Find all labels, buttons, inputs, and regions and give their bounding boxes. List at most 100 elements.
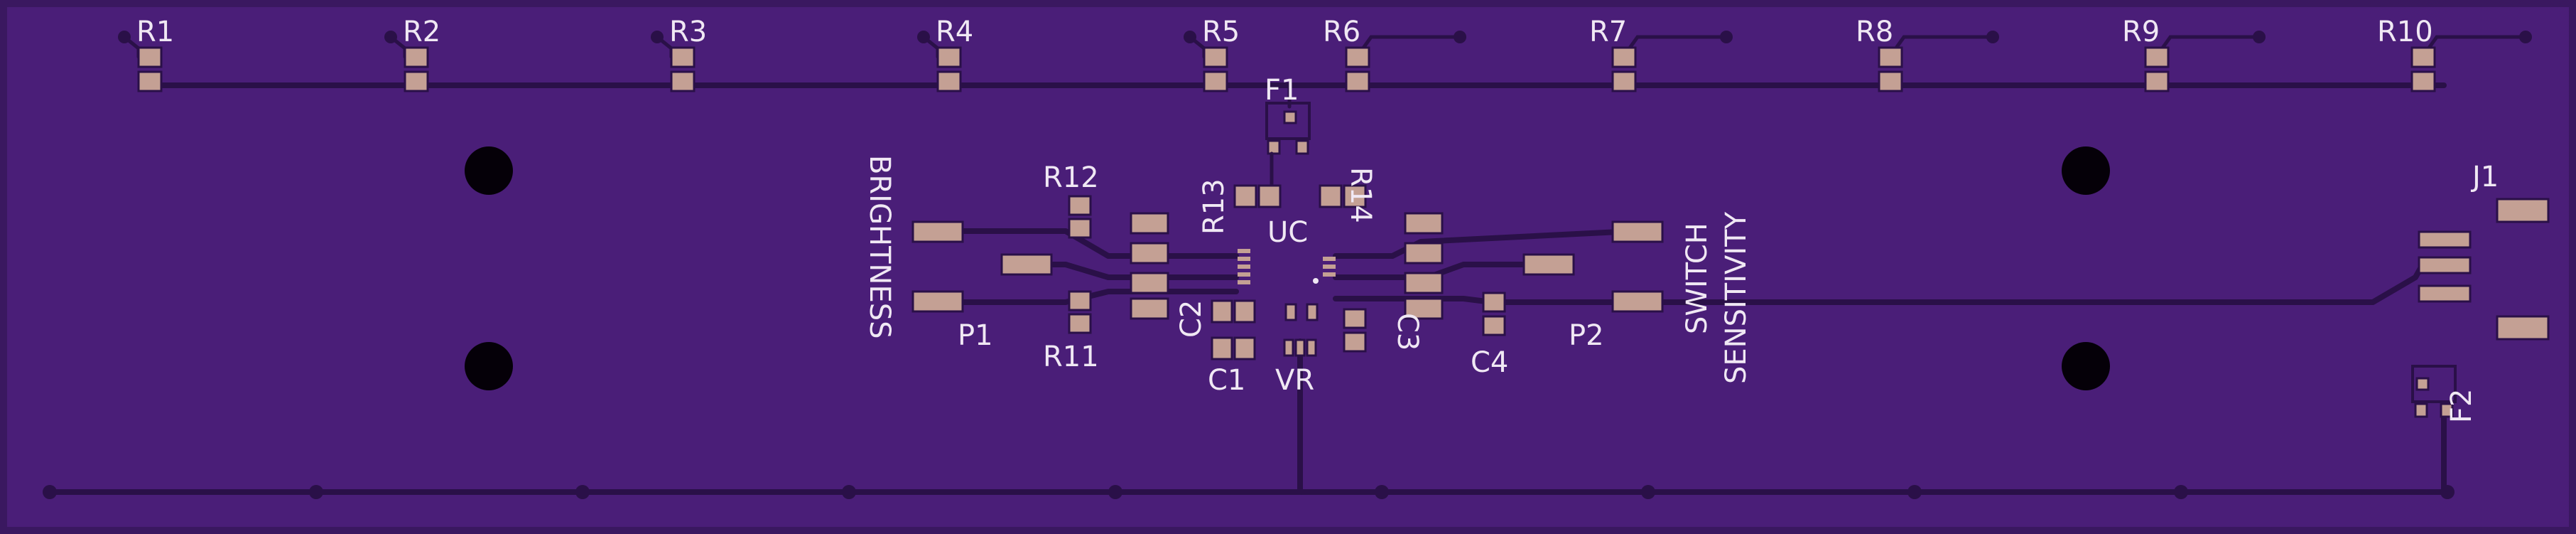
pad-c3-b (1343, 331, 1367, 353)
trace-p2-mid (1333, 262, 1537, 280)
mounting-hole (2062, 146, 2110, 195)
pad-f1-l (1267, 139, 1281, 155)
pad-j1-mount-bot (2496, 315, 2550, 341)
label-uc: UC (1267, 216, 1308, 249)
pad-r4-a (936, 46, 962, 68)
label-p2: P2 (1569, 319, 1604, 352)
via (1720, 31, 1733, 43)
pad-c2-b (1233, 299, 1256, 324)
mounting-hole (465, 146, 513, 195)
pad-cap-r4 (1404, 297, 1444, 320)
pad-p1-c (911, 290, 964, 313)
label-c3: C3 (1391, 313, 1424, 351)
via (1108, 485, 1122, 499)
via (384, 31, 397, 43)
via (1375, 485, 1389, 499)
label-f1: F1 (1265, 74, 1299, 107)
pad-p1-a (911, 220, 964, 243)
pad-cap-l3 (1130, 272, 1169, 294)
via (43, 485, 57, 499)
pad-cap-l1 (1130, 212, 1169, 235)
uc-pins-left (1238, 249, 1250, 284)
pad-vr-t2 (1306, 303, 1319, 321)
label-r13: R13 (1198, 178, 1230, 235)
label-r4: R4 (936, 16, 973, 48)
label-r9: R9 (2122, 16, 2160, 48)
trace-p1-top (960, 228, 1239, 259)
pad-r11-b (1068, 313, 1092, 334)
pad-r11-a (1068, 290, 1092, 311)
pad-p2-b (1611, 220, 1664, 243)
pad-vr-t1 (1284, 303, 1297, 321)
pad-cap-r3 (1404, 272, 1444, 294)
via (1454, 31, 1466, 43)
pad-r12-a (1068, 195, 1092, 216)
pad-vr-b3 (1306, 338, 1317, 357)
pad-f2-top (2415, 377, 2430, 391)
label-c4: C4 (1471, 346, 1508, 379)
pad-cap-r1 (1404, 212, 1444, 235)
label-r14: R14 (1344, 167, 1377, 223)
mounting-hole (2062, 342, 2110, 390)
pad-f1-top (1283, 110, 1297, 124)
via (2174, 485, 2188, 499)
label-sensitivity: SENSITIVITY (1720, 211, 1753, 384)
pad-cap-l4 (1130, 297, 1169, 320)
f1-body (1265, 102, 1311, 140)
pad-r5-a (1203, 46, 1228, 68)
pad-r9-b (2144, 70, 2170, 92)
label-r12: R12 (1043, 161, 1099, 194)
via (575, 485, 590, 499)
pad-c4-b (1482, 315, 1506, 336)
pad-c2-a (1211, 299, 1233, 324)
via (2253, 31, 2266, 43)
label-j1: J1 (2470, 161, 2499, 193)
pad-cap-r2 (1404, 242, 1444, 265)
pad-vr-b1 (1283, 338, 1294, 357)
pad-r10-b (2410, 70, 2436, 92)
label-r6: R6 (1323, 16, 1360, 48)
pad-r1-a (137, 46, 163, 68)
uc-pins-right (1323, 257, 1336, 277)
label-r5: R5 (1202, 16, 1240, 48)
pad-c1-a (1211, 336, 1233, 361)
pad-r1-b (137, 70, 163, 92)
via (1641, 485, 1655, 499)
label-c1: C1 (1208, 364, 1245, 397)
pad-r8-a (1878, 46, 1903, 68)
pad-r2-b (404, 70, 429, 92)
via (651, 31, 664, 43)
pad-f1-r (1295, 139, 1309, 155)
pad-p2-a (1522, 253, 1575, 276)
via (1184, 31, 1196, 43)
pad-r10-a (2410, 46, 2436, 68)
mounting-hole (465, 342, 513, 390)
pad-r2-a (404, 46, 429, 68)
label-switch: SWITCH (1681, 223, 1714, 334)
label-c2: C2 (1175, 300, 1208, 338)
pad-r13-a (1233, 184, 1257, 208)
pad-f2-r (2440, 402, 2454, 418)
pad-c3-a (1343, 308, 1367, 329)
label-brightness: BRIGHTNESS (863, 155, 896, 339)
via (1907, 485, 1922, 499)
pad-r8-b (1878, 70, 1903, 92)
pad-r13-b (1257, 184, 1282, 208)
label-r1: R1 (136, 16, 174, 48)
pad-r6-b (1345, 70, 1370, 92)
via (309, 485, 323, 499)
pad-r14-b (1343, 184, 1367, 208)
pad-r5-b (1203, 70, 1228, 92)
label-r7: R7 (1589, 16, 1627, 48)
pad-p2-c (1611, 290, 1664, 313)
pad-vr-b2 (1294, 338, 1306, 357)
via (118, 31, 131, 43)
via (2440, 485, 2455, 499)
pad-j1-1 (2418, 230, 2472, 249)
pad-r9-a (2144, 46, 2170, 68)
pad-f2-l (2414, 402, 2428, 418)
pad-p1-b (1000, 253, 1053, 276)
label-r10: R10 (2377, 16, 2433, 48)
pad-j1-3 (2418, 284, 2472, 303)
